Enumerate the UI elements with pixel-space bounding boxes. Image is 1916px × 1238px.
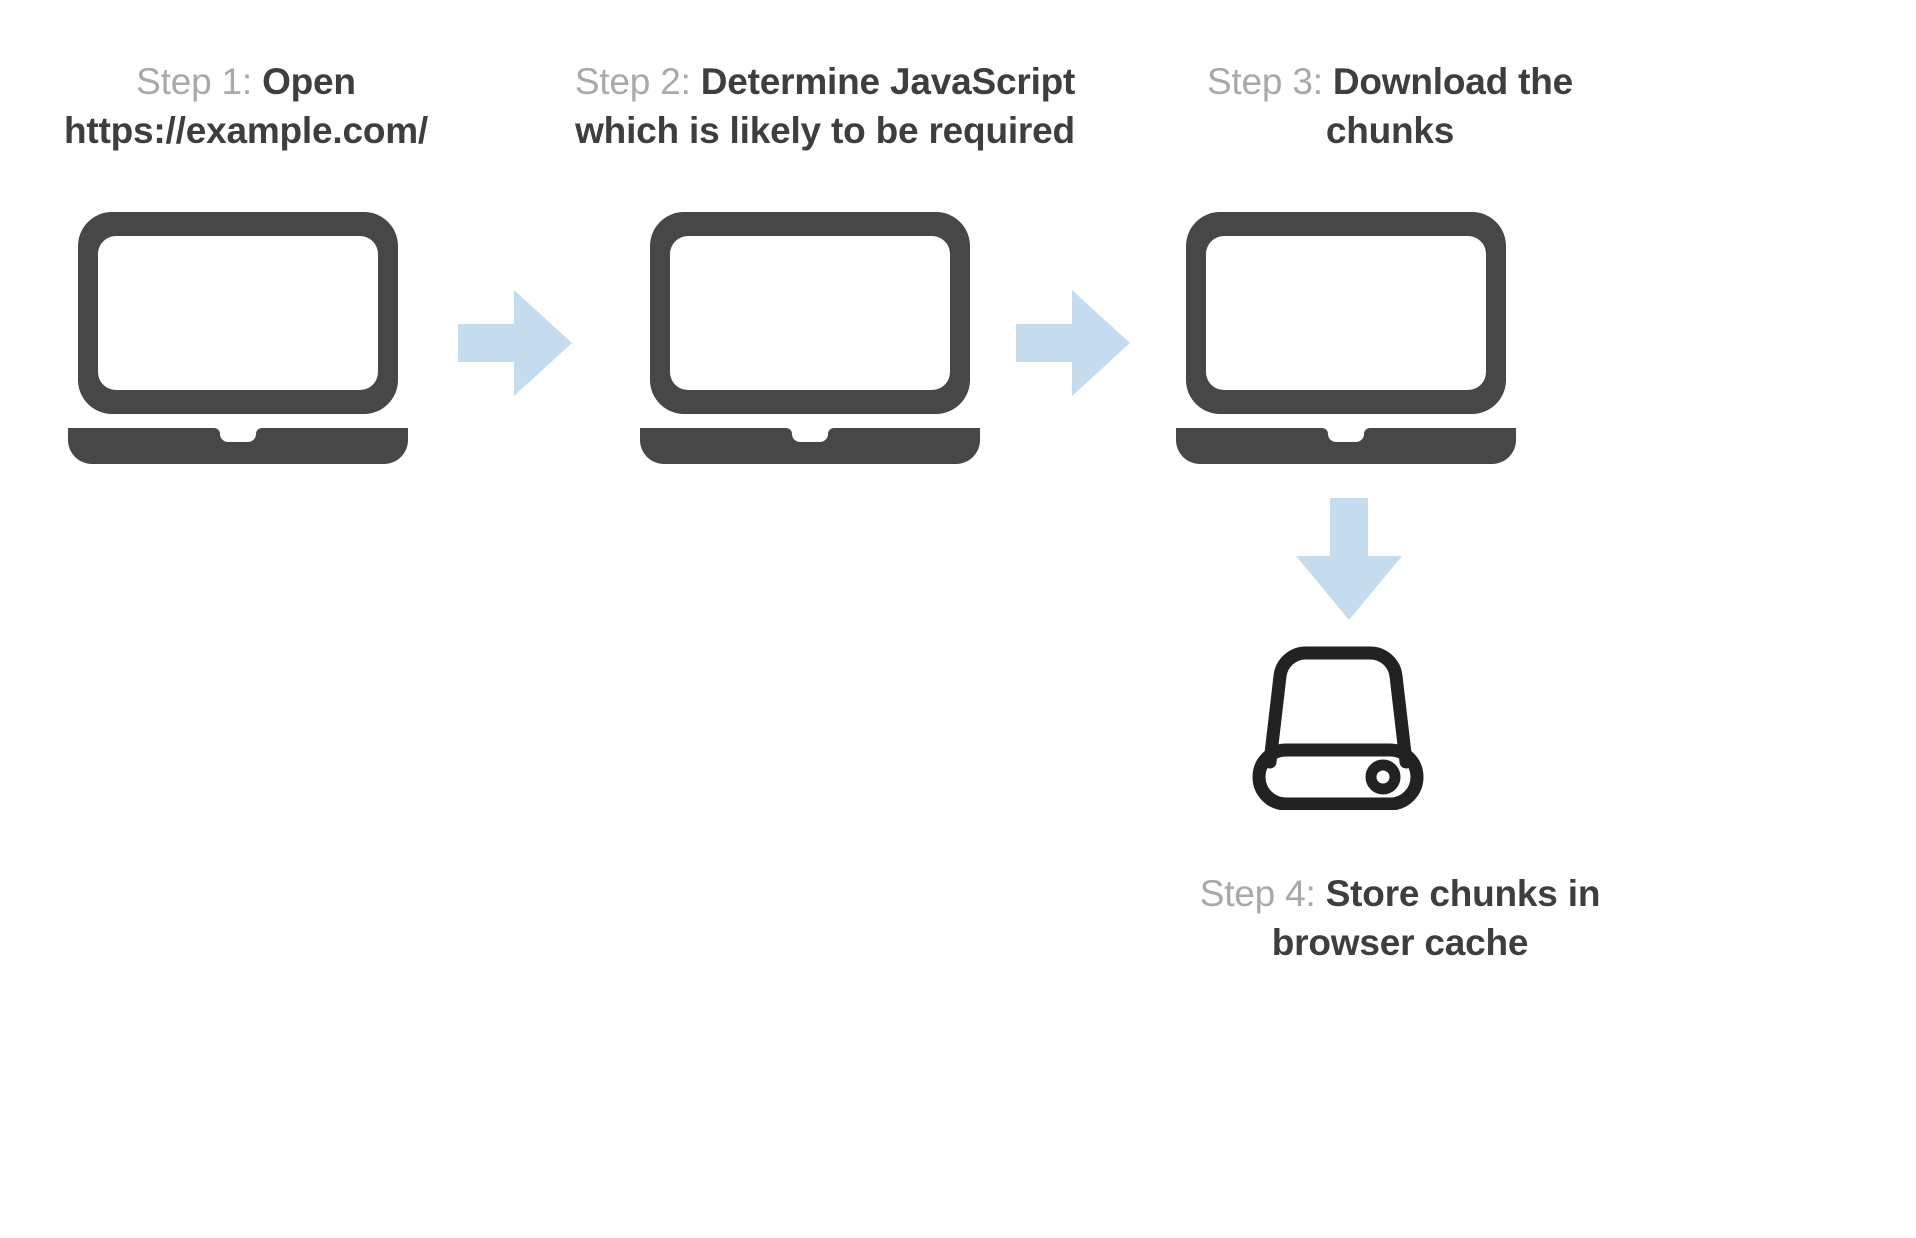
step-2-body: Determine JavaScript which is likely to … xyxy=(575,61,1076,151)
step-2-caption: Step 2: Determine JavaScript which is li… xyxy=(540,58,1110,156)
step-3-prefix: Step 3: xyxy=(1206,61,1333,102)
laptop-icon xyxy=(640,212,980,464)
step-1-body: Open https://example.com/ xyxy=(63,61,429,151)
arrow-right-icon xyxy=(1016,290,1130,396)
step-4-prefix: Step 4: xyxy=(1199,873,1326,914)
laptop-icon xyxy=(1176,212,1516,464)
step-4-caption: Step 4: Store chunks in browser cache xyxy=(1170,870,1630,968)
step-3-caption: Step 3: Download the chunks xyxy=(1160,58,1620,156)
step-1-prefix: Step 1: xyxy=(136,61,263,102)
hard-drive-icon xyxy=(1249,640,1427,810)
step-2-prefix: Step 2: xyxy=(574,61,701,102)
laptop-icon xyxy=(68,212,408,464)
step-1-caption: Step 1: Open https://example.com/ xyxy=(16,58,476,156)
step-3-body: Download the chunks xyxy=(1325,61,1574,151)
arrow-down-icon xyxy=(1296,498,1402,620)
arrow-right-icon xyxy=(458,290,572,396)
step-4-body: Store chunks in browser cache xyxy=(1271,873,1601,963)
